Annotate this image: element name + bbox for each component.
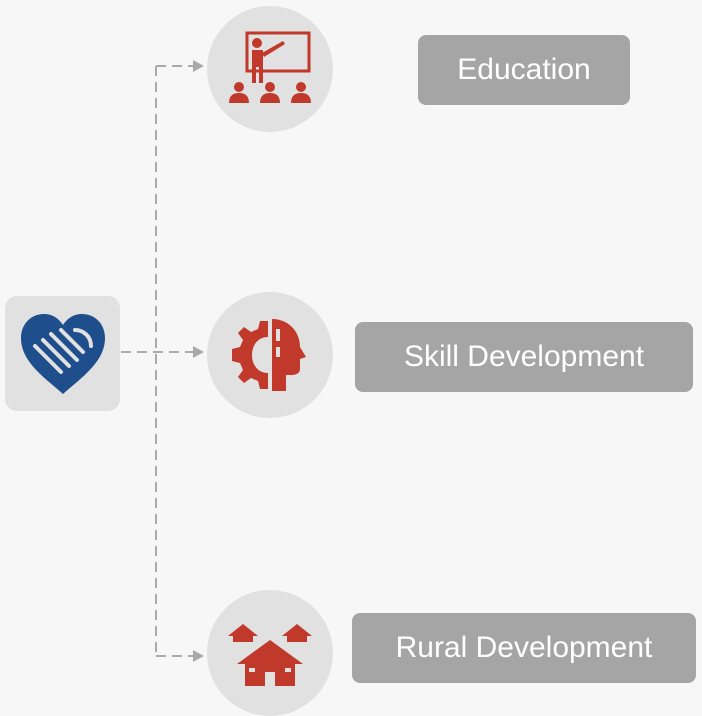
handshake-heart-icon	[20, 313, 105, 394]
education-label: Education	[418, 35, 630, 105]
gear-head-icon	[232, 319, 306, 391]
arrow-head-middle	[193, 346, 204, 358]
root-node	[5, 296, 120, 411]
skill-development-label: Skill Development	[355, 322, 693, 392]
education-circle	[207, 6, 333, 132]
arrow-head-top	[193, 60, 204, 72]
rural-development-circle	[207, 590, 333, 716]
huts-village-icon	[228, 624, 312, 686]
rural-development-label: Rural Development	[352, 613, 696, 683]
arrow-head-bottom	[193, 650, 204, 662]
skill-development-circle	[207, 292, 333, 418]
teacher-presentation-icon	[229, 31, 311, 103]
